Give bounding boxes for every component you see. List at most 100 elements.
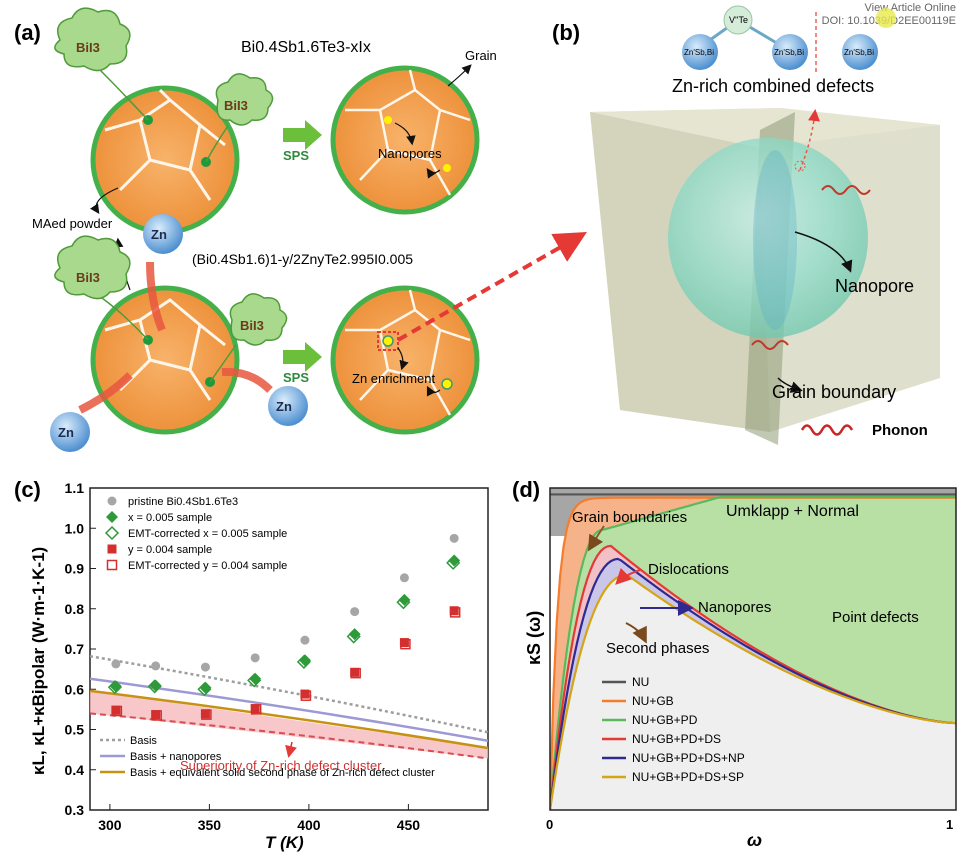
- plot-d-xlabel: ω: [747, 830, 762, 850]
- model-line-0: [90, 655, 488, 734]
- c-legend-text-4: EMT-corrected y = 0.004 sample: [128, 560, 287, 572]
- bii3-label-4: BiI3: [240, 318, 264, 333]
- c-ytick-label: 0.3: [65, 802, 85, 818]
- panel-b-title: Zn-rich combined defects: [672, 76, 874, 96]
- sps-label-bottom: SPS: [283, 370, 309, 385]
- spectral-curves: [550, 493, 956, 810]
- point-s3-6: [399, 638, 409, 648]
- superiority-fill: [90, 690, 488, 759]
- point-s4-3: [250, 704, 262, 715]
- d-legend-text-3: NU+GB+PD+DS: [632, 732, 721, 746]
- point-s1-5: [348, 628, 361, 641]
- zn-diffusion-arrow-3: [221, 367, 273, 393]
- c-ytick-label: 0.9: [65, 561, 85, 577]
- grain-cube: [590, 108, 940, 445]
- curve-2: [550, 495, 956, 810]
- formula-top: Bi0.4Sb1.6Te3-xIx: [241, 39, 371, 56]
- zn-sbbi-label-3: Zn'Sb,Bi: [844, 48, 874, 57]
- dislocations-label: Dislocations: [648, 561, 729, 578]
- point-s2-4: [296, 654, 311, 669]
- sps-arrow-bottom: SPS: [283, 342, 322, 385]
- model-line-1: [90, 677, 488, 743]
- panel-b-label: (b): [552, 20, 580, 45]
- second-phases-label: Second phases: [606, 640, 709, 657]
- point-defects-label: Point defects: [832, 609, 919, 626]
- panel-b: (b) V''Te Zn'Sb,Bi Zn'Sb,Bi Zn'Sb,Bi Zn-…: [552, 5, 940, 445]
- model-lines: [90, 655, 488, 760]
- c-ytick-label: 0.7: [65, 641, 85, 657]
- bii3-label-2: BiI3: [224, 98, 248, 113]
- maed-powder-label: MAed powder: [32, 216, 113, 231]
- sps-arrow-top: SPS: [283, 120, 322, 163]
- c-legend-text-2: EMT-corrected x = 0.005 sample: [128, 528, 287, 540]
- point-s4-7: [449, 607, 461, 618]
- bii3-cloud-4: BiI3: [209, 293, 288, 383]
- c-ytick-label: 1.0: [65, 520, 85, 536]
- c-legend-text-3: y = 0.004 sample: [128, 544, 212, 556]
- plot-d-x1: 1: [946, 817, 953, 832]
- point-s0-7: [449, 533, 459, 543]
- c-xtick-label: 350: [198, 817, 222, 833]
- nanopores-label: Nanopores: [378, 146, 442, 161]
- grain-label: Grain: [465, 48, 497, 63]
- bii3-cloud-3: BiI3: [54, 235, 149, 341]
- umklapp-label: Umklapp + Normal: [726, 503, 859, 520]
- bii3-label-3: BiI3: [76, 270, 100, 285]
- grain-boundaries-label: Grain boundaries: [572, 509, 687, 526]
- grain-circle-top-left: [90, 85, 240, 235]
- c-legend-marker-1: [106, 511, 118, 523]
- c-xtick-label: 450: [397, 817, 421, 833]
- plot-d-x0: 0: [546, 817, 553, 832]
- v-te-label: V''Te: [729, 15, 748, 25]
- bii3-cloud-1: BiI3: [54, 7, 149, 121]
- zn-label-3: Zn: [276, 399, 292, 414]
- zoom-arrow: [397, 232, 587, 342]
- point-s3-0: [111, 705, 121, 715]
- data-points: [107, 533, 461, 721]
- model-line-2: [90, 689, 488, 750]
- plot-d-legend: NUNU+GBNU+GB+PDNU+GB+PD+DSNU+GB+PD+DS+NP…: [602, 675, 745, 784]
- c-legend-text-0: pristine Bi0.4Sb1.6Te3: [128, 496, 238, 508]
- grain-circle-bottom-right: Zn enrichment: [330, 285, 480, 435]
- point-s0-2: [200, 662, 210, 672]
- d-legend-text-1: NU+GB: [632, 694, 674, 708]
- d-legend-text-2: NU+GB+PD: [632, 713, 698, 727]
- point-s1-7: [448, 554, 461, 567]
- point-s0-0: [111, 659, 121, 669]
- point-s0-1: [151, 661, 161, 671]
- point-s4-4: [300, 690, 312, 701]
- point-s4-5: [350, 667, 361, 679]
- d-legend-text-4: NU+GB+PD+DS+NP: [632, 751, 745, 765]
- phonon-legend: Phonon: [800, 422, 928, 439]
- region-bottom: [550, 575, 956, 810]
- point-s4-1: [151, 710, 162, 721]
- c-ytick-label: 0.4: [65, 762, 85, 778]
- plot-d-frame: [549, 487, 957, 811]
- spectral-regions: [550, 497, 956, 810]
- region-1: [550, 497, 956, 810]
- zn-ball-1: Zn: [143, 214, 183, 254]
- point-s3-3: [250, 704, 260, 714]
- c-legend-marker-2: [104, 525, 120, 541]
- point-s0-5: [350, 607, 360, 617]
- formula-bottom: (Bi0.4Sb1.6)1-y/2ZnyTe2.995I0.005: [192, 251, 413, 267]
- panel-a-label: (a): [14, 20, 41, 45]
- plot-c-xlabel: T (K): [265, 833, 304, 852]
- zn-sbbi-label-1: Zn'Sb,Bi: [684, 48, 714, 57]
- point-s0-4: [300, 635, 310, 645]
- superiority-band: [90, 690, 488, 759]
- c-xtick-label: 300: [98, 817, 122, 833]
- c-line-legend-text-0: Basis: [130, 735, 157, 747]
- zn-sbbi-label-2: Zn'Sb,Bi: [774, 48, 804, 57]
- point-s2-2: [197, 682, 212, 697]
- zn-ball-3: Zn: [268, 386, 308, 426]
- point-s2-1: [147, 679, 162, 694]
- point-s3-2: [200, 709, 210, 719]
- zn-label-2: Zn: [58, 425, 74, 440]
- panel-a: (a) BiI3 BiI3 Bi0.4Sb1.6Te3-xIx SPS: [14, 7, 587, 452]
- c-ytick-label: 0.8: [65, 601, 85, 617]
- region-2: [550, 497, 956, 810]
